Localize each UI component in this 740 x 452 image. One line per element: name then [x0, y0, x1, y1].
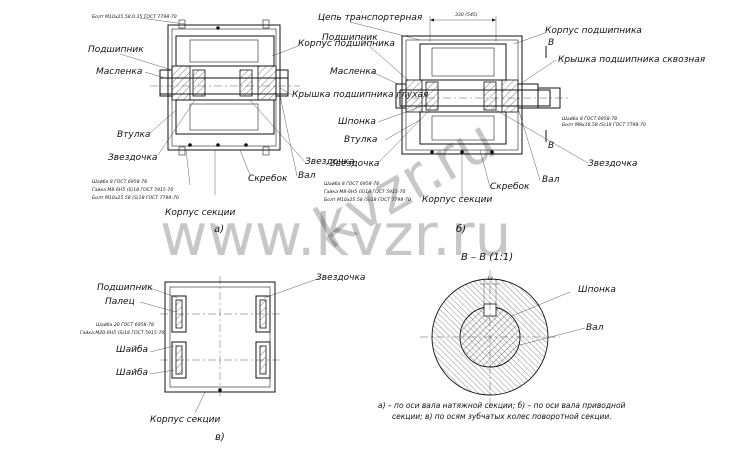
- label-b-section-housing: Корпус секции: [422, 195, 493, 205]
- view-a-labels: Болт М10х25.58.0.35 ГОСТ 7798-70 Подшипн…: [88, 14, 429, 235]
- view-a-leaders: [119, 17, 306, 195]
- section-bb-title: B – B (1:1): [461, 252, 513, 263]
- label-a-oiler: Масленка: [96, 67, 142, 77]
- caption-c: в): [215, 432, 225, 443]
- label-b-oiler: Масленка: [330, 67, 376, 77]
- label-c-nut-spec: Гайка М20-6Н5 (S)18 ГОСТ 5915-70: [80, 330, 164, 336]
- footnote-line1: а) – по оси вала натяжной секции; б) – п…: [378, 401, 626, 410]
- view-c-leaders: [139, 277, 321, 414]
- view-a-drawing: [150, 19, 300, 156]
- watermark-url: www.kvzr.ru: [160, 201, 511, 269]
- label-a-washer-spec: Шайба 8 ГОСТ 6958-78: [92, 179, 147, 185]
- label-b-scraper: Скребок: [490, 182, 530, 192]
- label-a-shaft: Вал: [298, 171, 316, 181]
- label-b-section-mark-bottom: B: [548, 141, 554, 151]
- view-b-drawing: [395, 16, 570, 155]
- footnote: а) – по оси вала натяжной секции; б) – п…: [378, 401, 626, 421]
- label-c-washer-spec: Шайба 20 ГОСТ 6958-78: [96, 322, 154, 328]
- label-b-nut-spec: Гайка М8-6Н5 (S)18 ГОСТ 5915-70: [324, 189, 405, 195]
- label-b-sleeve: Втулка: [344, 135, 377, 145]
- label-a-bearing: Подшипник: [88, 45, 144, 55]
- label-a-bolt-top: Болт М10х25.58.0.35 ГОСТ 7798-70: [92, 14, 177, 20]
- label-b-bearing: Подшипник: [322, 33, 378, 43]
- label-b-sprocket-right: Звездочка: [588, 159, 637, 169]
- label-a-nut-spec: Гайка М8-6Н5 (S)18 ГОСТ 5915-70: [92, 187, 173, 193]
- label-c-section-housing: Корпус секции: [150, 415, 221, 425]
- label-b-chain: Цепь транспортерная: [318, 13, 423, 23]
- section-bb-key-label: Шпонка: [578, 285, 616, 295]
- label-b-housing-bearing: Корпус подшипника: [545, 26, 642, 36]
- section-bb-labels: B – B (1:1) 12 Шпонка Вал: [461, 252, 616, 333]
- label-b-washer-spec: Шайба 8 ГОСТ 6958-78: [324, 181, 379, 187]
- label-c-washer1: Шайба: [116, 345, 148, 355]
- label-a-section-housing: Корпус секции: [165, 208, 236, 218]
- label-c-bearing: Подшипник: [97, 283, 153, 293]
- label-a-bolt-spec: Болт М10х25.58 (S)18 ГОСТ 7798-70: [92, 195, 179, 201]
- footnote-line2: секции; в) по осям зубчатых колес поворо…: [392, 412, 612, 421]
- section-bb-shaft-label: Вал: [586, 323, 604, 333]
- label-a-sprocket-left: Звездочка: [108, 153, 157, 163]
- label-b-key: Шпонка: [338, 117, 376, 127]
- label-b-dimension: 330 (545): [455, 12, 478, 18]
- label-b-shaft: Вал: [542, 175, 560, 185]
- label-a-scraper: Скребок: [248, 174, 288, 184]
- label-c-finger: Палец: [105, 297, 135, 307]
- label-a-blind-cover: Крышка подшипника глухая: [292, 90, 429, 100]
- view-c-drawing: [160, 276, 280, 398]
- caption-a: а): [214, 224, 224, 235]
- view-b-labels: Цепь транспортерная 330 (545) Корпус под…: [318, 12, 706, 235]
- label-c-sprocket: Звездочка: [316, 273, 365, 283]
- label-a-sleeve: Втулка: [117, 130, 150, 140]
- label-a-housing-bearing: Корпус подшипника: [298, 39, 395, 49]
- label-a-sprocket-right: Звездочка: [305, 157, 354, 167]
- label-b-sprocket-left: Звездочка: [330, 159, 379, 169]
- label-b-washer-spec-right: Шайба 8 ГОСТ 6958-78: [562, 116, 617, 122]
- label-b-through-cover: Крышка подшипника сквозная: [558, 55, 706, 65]
- label-b-bolt-spec-right: Болт М8х16.58 (S)18 ГОСТ 7798-70: [562, 122, 646, 128]
- caption-b: б): [456, 223, 466, 235]
- label-b-bolt-spec: Болт М10х25.58 (S)18 ГОСТ 7798-70: [324, 197, 411, 203]
- view-c-labels: Подшипник Палец Звездочка Шайба 20 ГОСТ …: [80, 273, 365, 443]
- section-bb-dim: 12: [487, 276, 493, 282]
- label-c-washer2: Шайба: [116, 368, 148, 378]
- label-b-section-mark-top: B: [548, 38, 554, 48]
- view-b-leaders: [349, 21, 589, 200]
- section-bb-drawing: [420, 270, 586, 405]
